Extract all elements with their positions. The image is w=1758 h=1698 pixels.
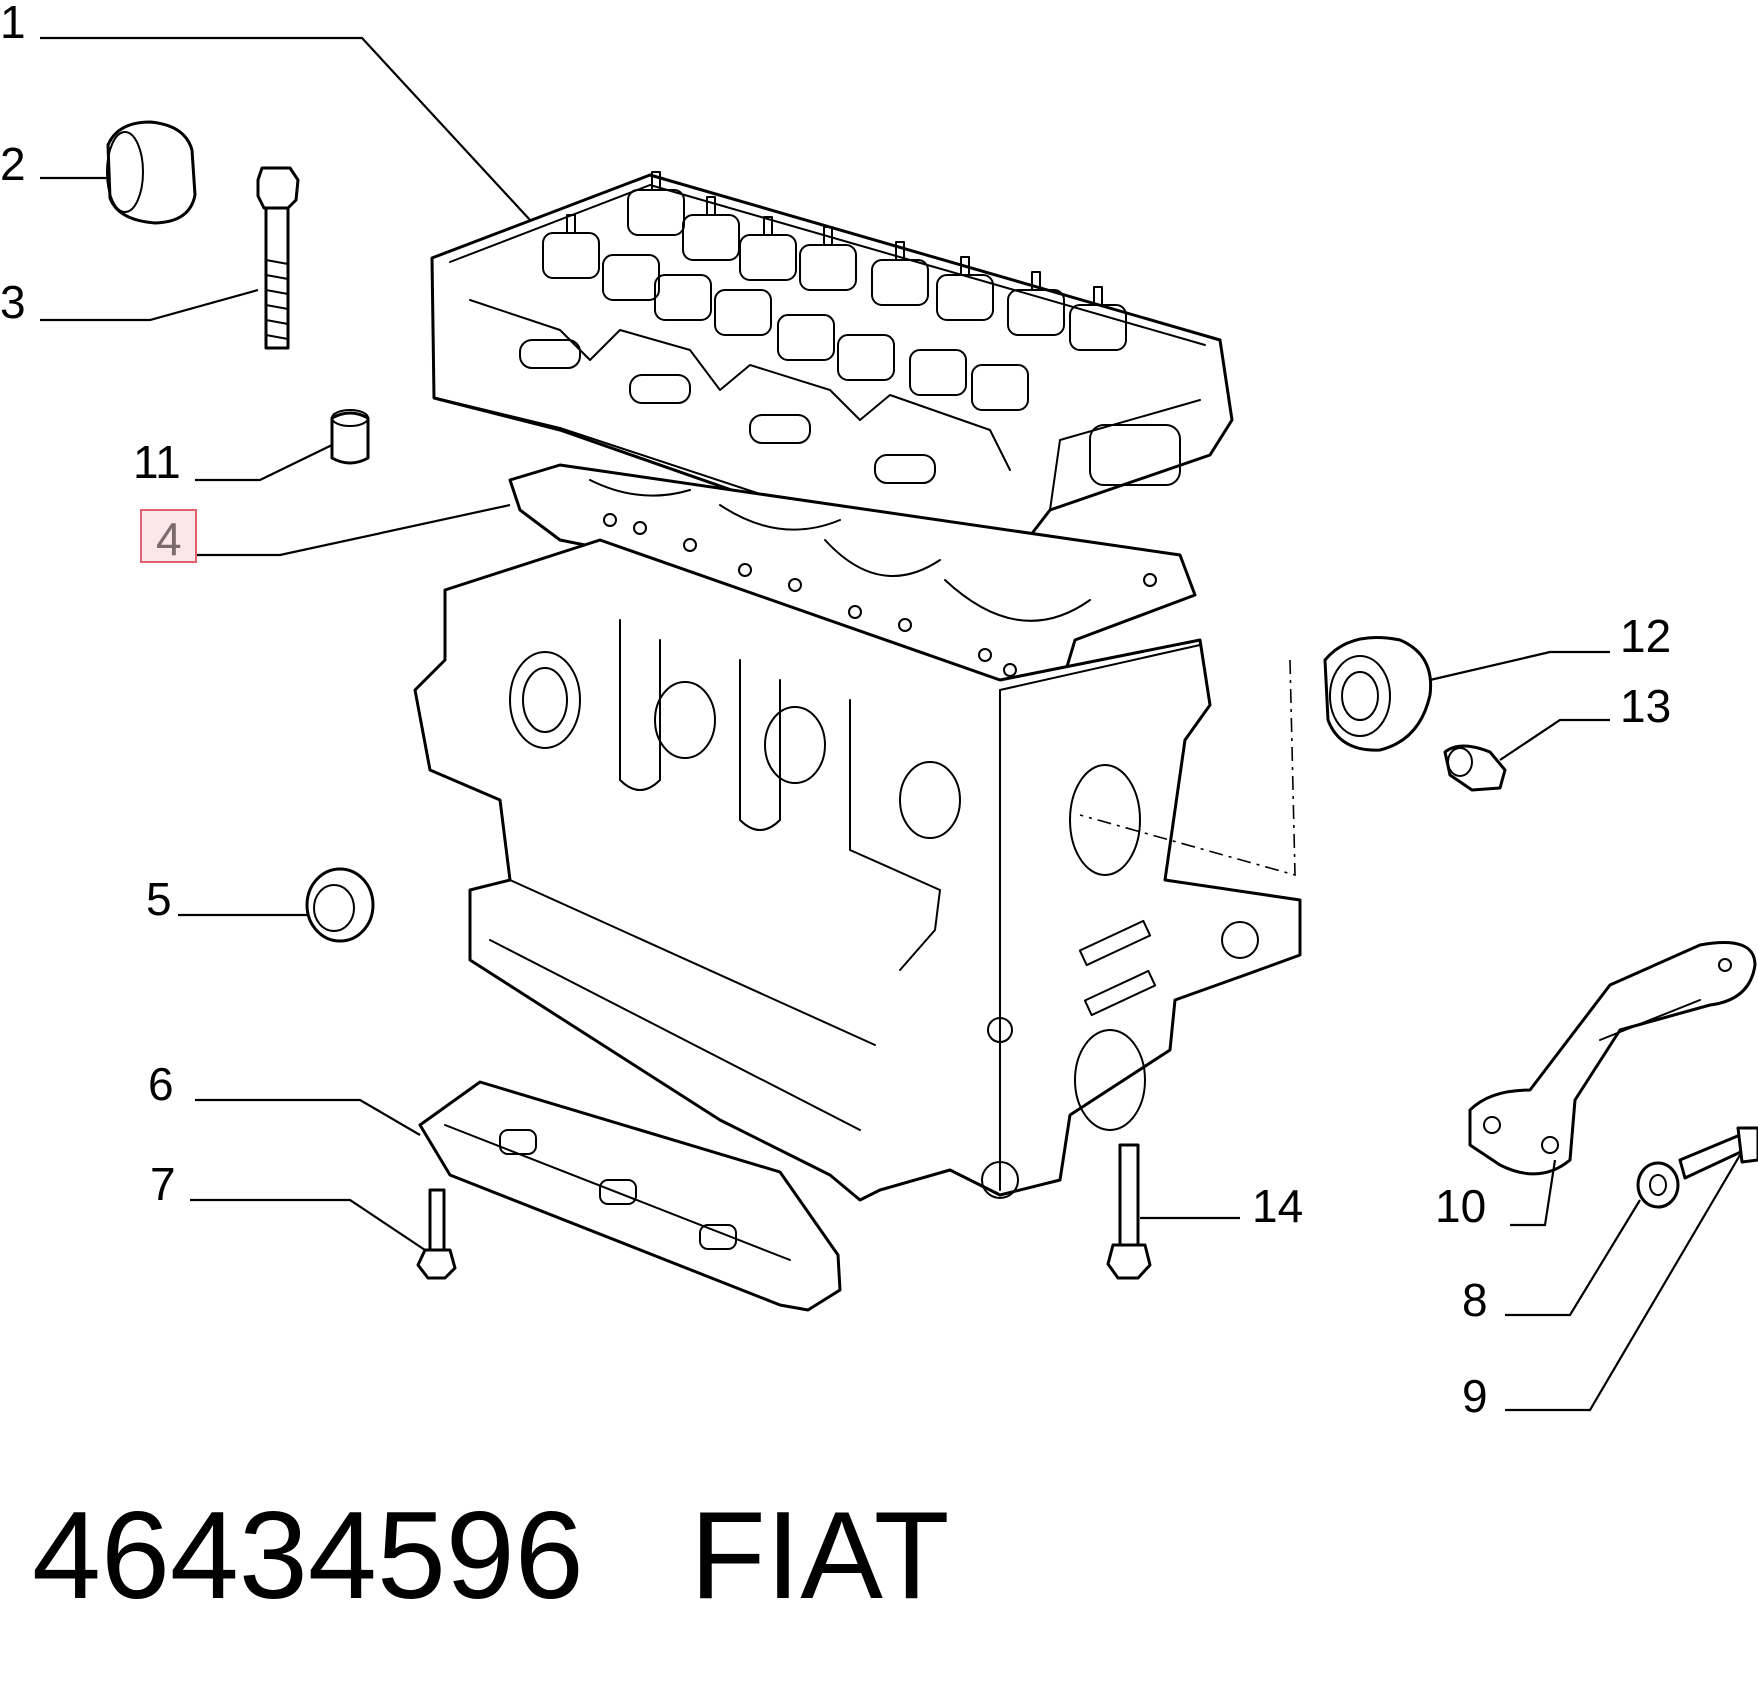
callout-10: 10 <box>1435 1180 1486 1232</box>
highlight-box <box>140 509 197 563</box>
callout-11: 11 <box>133 436 181 488</box>
engine-block <box>413 538 1302 1202</box>
callout-8: 8 <box>1462 1274 1488 1326</box>
callout-13: 13 <box>1620 680 1671 732</box>
cylinder-head <box>430 171 1234 577</box>
callout-3: 3 <box>0 276 26 328</box>
callout-9: 9 <box>1462 1370 1488 1422</box>
dowel-pin <box>330 409 370 465</box>
engine-mount-bracket <box>1468 941 1757 1176</box>
leader-lines <box>40 36 1741 1412</box>
bolt-7 <box>416 1188 457 1280</box>
callout-4: 4 <box>156 513 182 565</box>
bolt-9 <box>1678 1126 1758 1180</box>
part-number: 46434596 <box>32 1487 584 1625</box>
bolt-14 <box>1106 1143 1152 1280</box>
plug-13 <box>1443 744 1507 792</box>
callout-12: 12 <box>1620 610 1671 662</box>
callout-2: 2 <box>0 138 26 190</box>
callout-5: 5 <box>146 873 172 925</box>
oil-seal-large <box>1323 636 1433 752</box>
callout-7: 7 <box>150 1158 176 1210</box>
callout-1: 1 <box>0 0 26 48</box>
brand-name: FIAT <box>690 1487 949 1625</box>
callout-6: 6 <box>148 1058 174 1110</box>
cup-plug <box>106 120 197 225</box>
callout-14: 14 <box>1252 1180 1303 1232</box>
head-bolt <box>256 166 300 350</box>
oil-seal-small <box>305 867 375 943</box>
washer-8 <box>1636 1161 1680 1209</box>
lower-bracket <box>418 1080 842 1312</box>
